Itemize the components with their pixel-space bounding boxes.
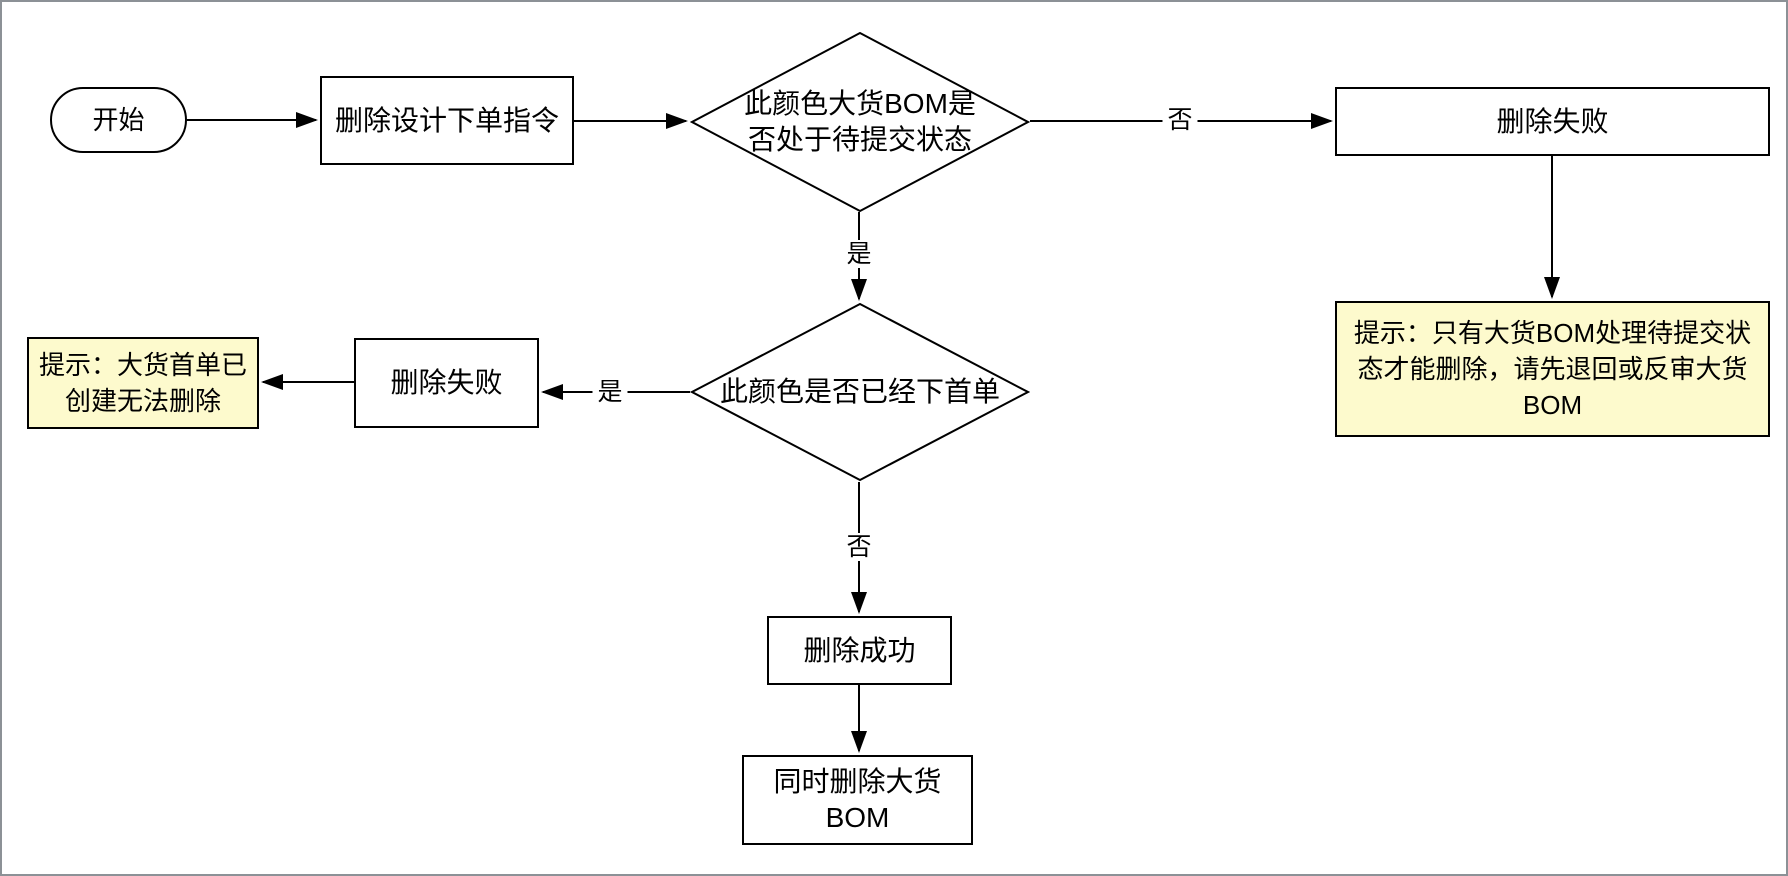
tip-bom-pending-label: 提示：只有大货BOM处理待提交状 态才能删除，请先退回或反审大货 BOM <box>1353 318 1752 420</box>
decision-first-order-label: 此颜色是否已经下首单 <box>719 376 1000 407</box>
delete-order-instruction-label: 删除设计下单指令 <box>334 104 559 136</box>
delete-failed-top-node: 删除失败 <box>1335 87 1770 156</box>
delete-failed-left-node: 删除失败 <box>354 338 539 428</box>
delete-order-instruction-node: 删除设计下单指令 <box>320 76 574 165</box>
decision-first-order-node: 此颜色是否已经下首单 <box>690 303 1030 481</box>
decision-diamond-shape <box>690 303 1030 481</box>
tip-bom-pending-note: 提示：只有大货BOM处理待提交状 态才能删除，请先退回或反审大货 BOM <box>1335 301 1770 437</box>
delete-failed-left-label: 删除失败 <box>390 367 503 398</box>
tip-first-order-label: 提示：大货首单已 创建无法删除 <box>38 350 247 416</box>
delete-success-label: 删除成功 <box>803 634 916 666</box>
start-node: 开始 <box>50 87 187 153</box>
delete-success-node: 删除成功 <box>767 616 952 685</box>
delete-failed-top-label: 删除失败 <box>1496 105 1609 137</box>
delete-bulk-bom-label: 同时删除大货 BOM <box>773 766 942 833</box>
decision-bom-pending-node: 此颜色大货BOM是 否处于待提交状态 <box>690 32 1030 212</box>
edge-label-decision1-no: 否 <box>1162 106 1198 134</box>
delete-bulk-bom-node: 同时删除大货 BOM <box>742 755 973 845</box>
edge-label-decision1-yes: 是 <box>841 240 877 268</box>
tip-first-order-note: 提示：大货首单已 创建无法删除 <box>27 337 259 429</box>
decision-bom-pending-label: 此颜色大货BOM是 否处于待提交状态 <box>744 88 976 155</box>
decision-diamond-shape <box>690 32 1030 212</box>
start-label: 开始 <box>92 105 145 135</box>
edge-label-decision2-no: 否 <box>841 533 877 561</box>
edge-label-decision2-yes: 是 <box>592 378 628 406</box>
